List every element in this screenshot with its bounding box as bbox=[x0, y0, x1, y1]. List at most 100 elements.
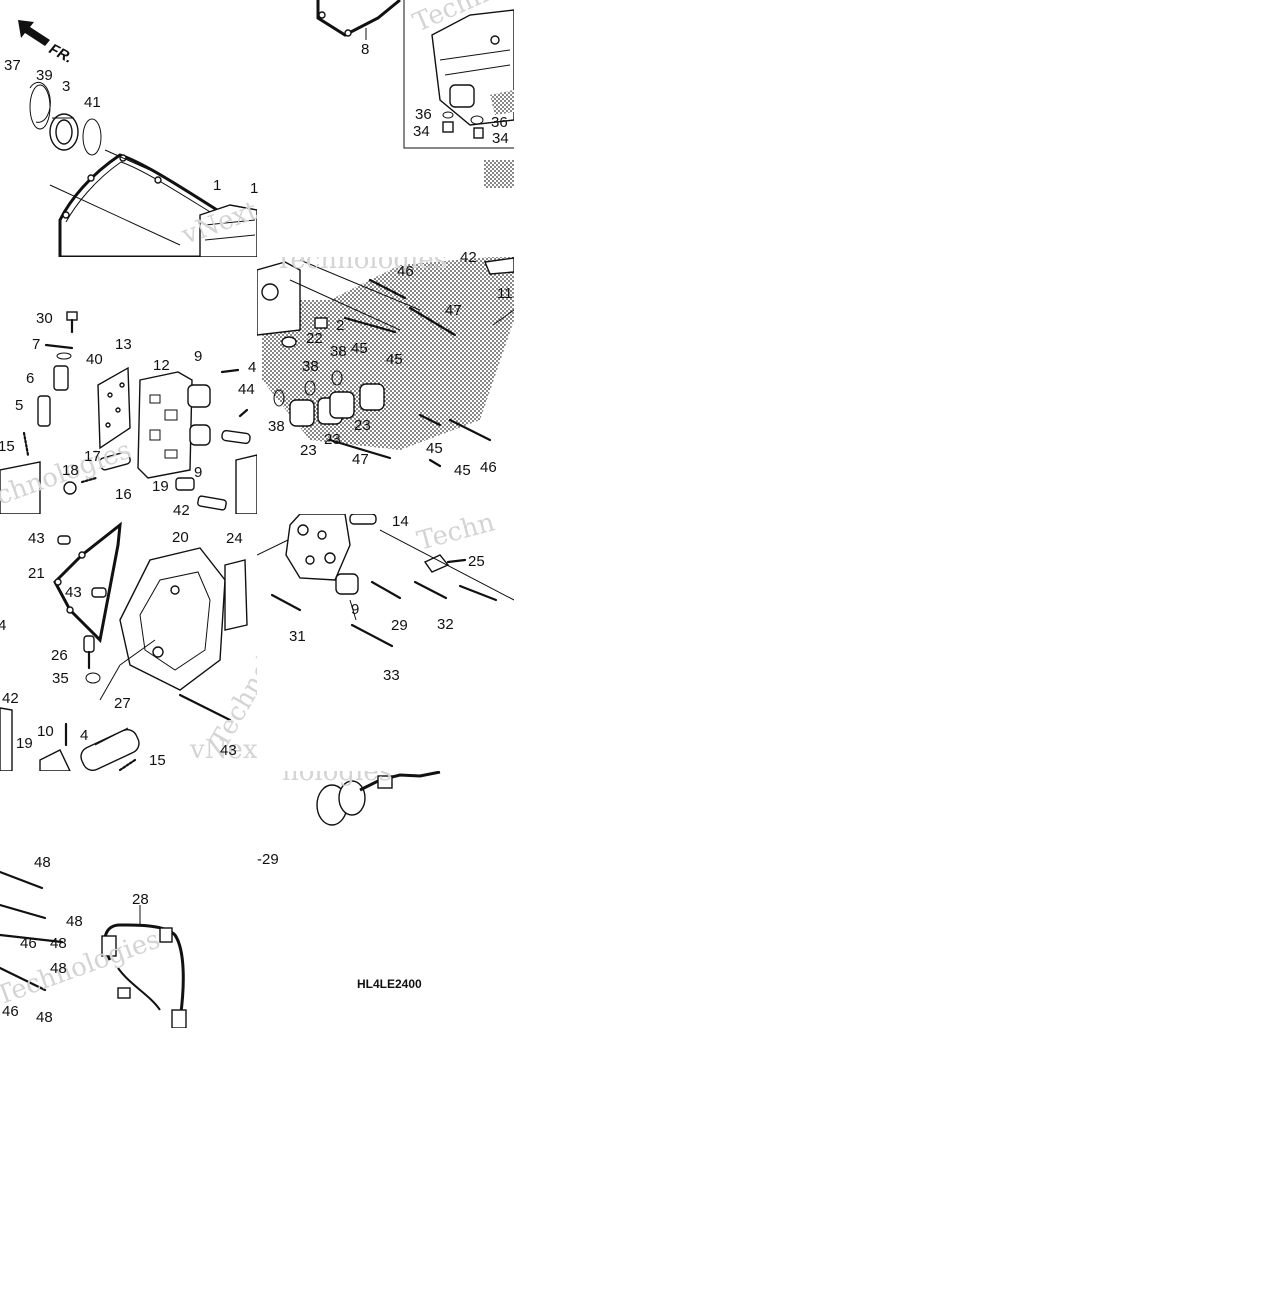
callout-48d: 48 bbox=[50, 960, 67, 977]
bolt-icon bbox=[328, 438, 392, 460]
callout-35: 35 bbox=[52, 670, 69, 687]
callout-22: 22 bbox=[306, 330, 323, 347]
valve-body-upper-icon bbox=[431, 9, 514, 126]
callout-13: 13 bbox=[115, 336, 132, 353]
plate-icon bbox=[224, 559, 248, 631]
servo-body-icon bbox=[137, 371, 193, 479]
callout-9c: 9 bbox=[351, 601, 359, 618]
case-partial-icon bbox=[257, 261, 301, 336]
spring-icon bbox=[22, 431, 30, 457]
bolt-icon bbox=[343, 316, 397, 334]
shaded-region bbox=[484, 160, 514, 188]
separator-plate-icon bbox=[97, 366, 131, 450]
callout-8: 8 bbox=[361, 41, 369, 58]
valve-body-partial-icon bbox=[0, 461, 41, 514]
valve-icon bbox=[39, 749, 71, 771]
callout-45: 45 bbox=[351, 340, 368, 357]
drain-plug-icon bbox=[442, 111, 484, 139]
valve-body-partial-icon bbox=[235, 454, 257, 514]
bolt-icon bbox=[0, 870, 44, 890]
servo-cover-icon bbox=[119, 547, 226, 691]
callout-9b: 9 bbox=[194, 464, 202, 481]
callout-48: 48 bbox=[34, 854, 51, 871]
callout-29: 29 bbox=[391, 617, 408, 634]
callout-44: 44 bbox=[238, 381, 255, 398]
callout-36: 36 bbox=[415, 106, 432, 123]
callout-42b: 42 bbox=[460, 249, 477, 266]
tile-cover-gasket: FR. ​ vNext bbox=[1, 20, 257, 257]
watermark: Techn bbox=[414, 507, 498, 556]
callout-15: 15 bbox=[0, 438, 15, 455]
watermark: hologies bbox=[282, 757, 392, 787]
callout-20: 20 bbox=[172, 529, 189, 546]
callout-26: 26 bbox=[51, 647, 68, 664]
callout-42: 42 bbox=[173, 502, 190, 519]
bolt-icon bbox=[66, 311, 78, 334]
callout-23c: 23 bbox=[354, 417, 371, 434]
callout-36b: 36 bbox=[491, 114, 508, 131]
valve-body-partial-icon bbox=[199, 204, 257, 257]
bolt-icon bbox=[350, 623, 394, 648]
bolt-icon bbox=[458, 584, 498, 602]
bolt-icon bbox=[428, 458, 442, 468]
callout-43: 43 bbox=[28, 530, 45, 547]
tile-lower-cover: vNext Te Technologies bbox=[0, 521, 307, 771]
bolt-icon bbox=[220, 368, 240, 374]
callout-25: 25 bbox=[468, 553, 485, 570]
callout-21: 21 bbox=[28, 565, 45, 582]
front-arrow-icon: FR. bbox=[18, 20, 75, 67]
callout-4c: 4 bbox=[80, 727, 88, 744]
callout-45d: 45 bbox=[454, 462, 471, 479]
direction-label: FR. bbox=[46, 41, 75, 67]
callout-9: 9 bbox=[194, 348, 202, 365]
callout-30: 30 bbox=[36, 310, 53, 327]
callout-46: 46 bbox=[397, 263, 414, 280]
callout-38: 38 bbox=[302, 358, 319, 375]
linear-solenoid-icon bbox=[80, 727, 140, 771]
callout-23b: 23 bbox=[324, 431, 341, 448]
watermark: vNext Te bbox=[189, 735, 307, 765]
washer-icon bbox=[281, 336, 297, 348]
pipe-icon bbox=[349, 514, 377, 525]
callout-12: 12 bbox=[153, 357, 170, 374]
accumulator-body-icon bbox=[257, 514, 351, 581]
callout-48b: 48 bbox=[66, 913, 83, 930]
wire-harness-icon bbox=[101, 923, 187, 1028]
tile-accumulator: Techn bbox=[257, 507, 514, 648]
washer-icon bbox=[85, 672, 101, 684]
o-ring-icon bbox=[82, 118, 102, 156]
callout-19: 19 bbox=[152, 478, 169, 495]
bolt-icon bbox=[238, 408, 249, 418]
bolt-icon bbox=[0, 903, 47, 920]
callout-47b: 47 bbox=[352, 451, 369, 468]
callout-23: 23 bbox=[300, 442, 317, 459]
tile-upper-valve-body: Techno bbox=[316, 0, 514, 188]
callout-6: 6 bbox=[26, 370, 34, 387]
bolt-icon bbox=[448, 418, 492, 442]
connector-icon bbox=[316, 771, 441, 826]
callout-5: 5 bbox=[15, 397, 23, 414]
solenoid-icon bbox=[187, 384, 211, 446]
callout-46d: 46 bbox=[2, 1003, 19, 1020]
callout-33: 33 bbox=[383, 667, 400, 684]
callout-43c: 43 bbox=[220, 742, 237, 759]
nut-icon bbox=[314, 317, 328, 329]
callout-46c: 46 bbox=[20, 935, 37, 952]
callout-2: 2 bbox=[336, 317, 344, 334]
bolt-icon bbox=[0, 933, 64, 944]
callout-14: 14 bbox=[392, 513, 409, 530]
callout-48c: 48 bbox=[50, 935, 67, 952]
callout-3: 3 bbox=[62, 78, 70, 95]
snap-ring-icon bbox=[29, 81, 51, 123]
callout-47: 47 bbox=[445, 302, 462, 319]
callout-15b: 15 bbox=[149, 752, 166, 769]
bolt-icon bbox=[413, 580, 448, 600]
bearing-icon bbox=[49, 113, 79, 151]
callout-18: 18 bbox=[62, 462, 79, 479]
callout-27: 27 bbox=[114, 695, 131, 712]
watermark: Technologies bbox=[275, 245, 447, 275]
dowel-icon bbox=[57, 535, 71, 545]
callout-1: 1 bbox=[213, 177, 221, 194]
